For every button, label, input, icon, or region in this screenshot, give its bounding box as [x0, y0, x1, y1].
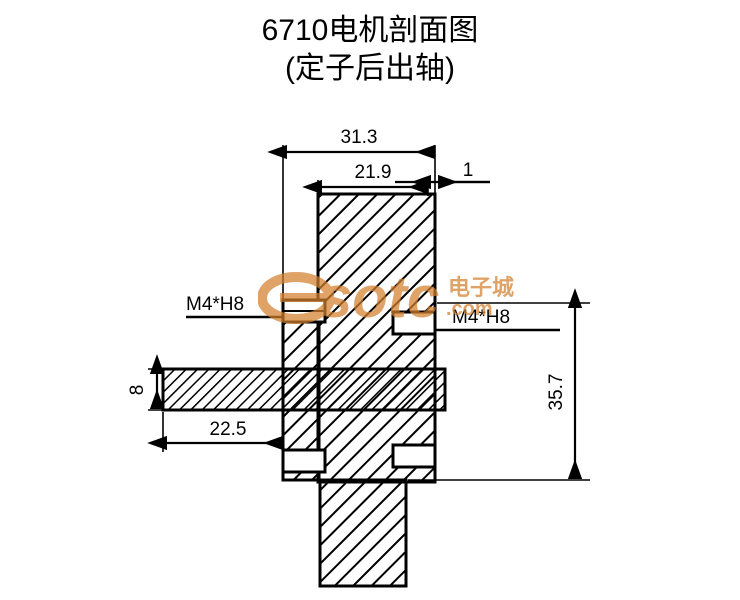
label-thread-left-text: M4*H8: [186, 294, 244, 315]
thread-pocket-upper-right: [391, 310, 437, 336]
label-thread-left: M4*H8: [186, 294, 284, 319]
thread-pocket-upper-left: [281, 298, 327, 324]
stator-body: [316, 192, 437, 484]
horizontal-shaft-bar: [161, 367, 447, 412]
dimension-21-9: 21.9: [302, 162, 429, 196]
thread-pocket-lower-right: [391, 443, 437, 469]
label-thread-right: M4*H8: [435, 307, 560, 332]
dimension-31-3: 31.3: [267, 127, 436, 300]
dimension-22-5: 22.5: [147, 412, 284, 452]
dimension-22-5-text: 22.5: [210, 419, 247, 440]
label-thread-right-text: M4*H8: [452, 307, 510, 328]
dimension-1-text: 1: [463, 160, 474, 181]
dimension-31-3-text: 31.3: [341, 127, 378, 148]
dimension-35-7: 35.7: [408, 288, 590, 481]
lower-shaft: [318, 478, 408, 588]
thread-pocket-lower-left: [281, 448, 327, 474]
dimension-21-9-text: 21.9: [355, 162, 392, 183]
dimension-35-7-text: 35.7: [546, 374, 567, 411]
dimension-1: 1: [395, 160, 490, 190]
part-geometry: [161, 192, 447, 588]
dimension-8: 8: [127, 354, 168, 411]
dimension-8-text: 8: [127, 385, 148, 396]
